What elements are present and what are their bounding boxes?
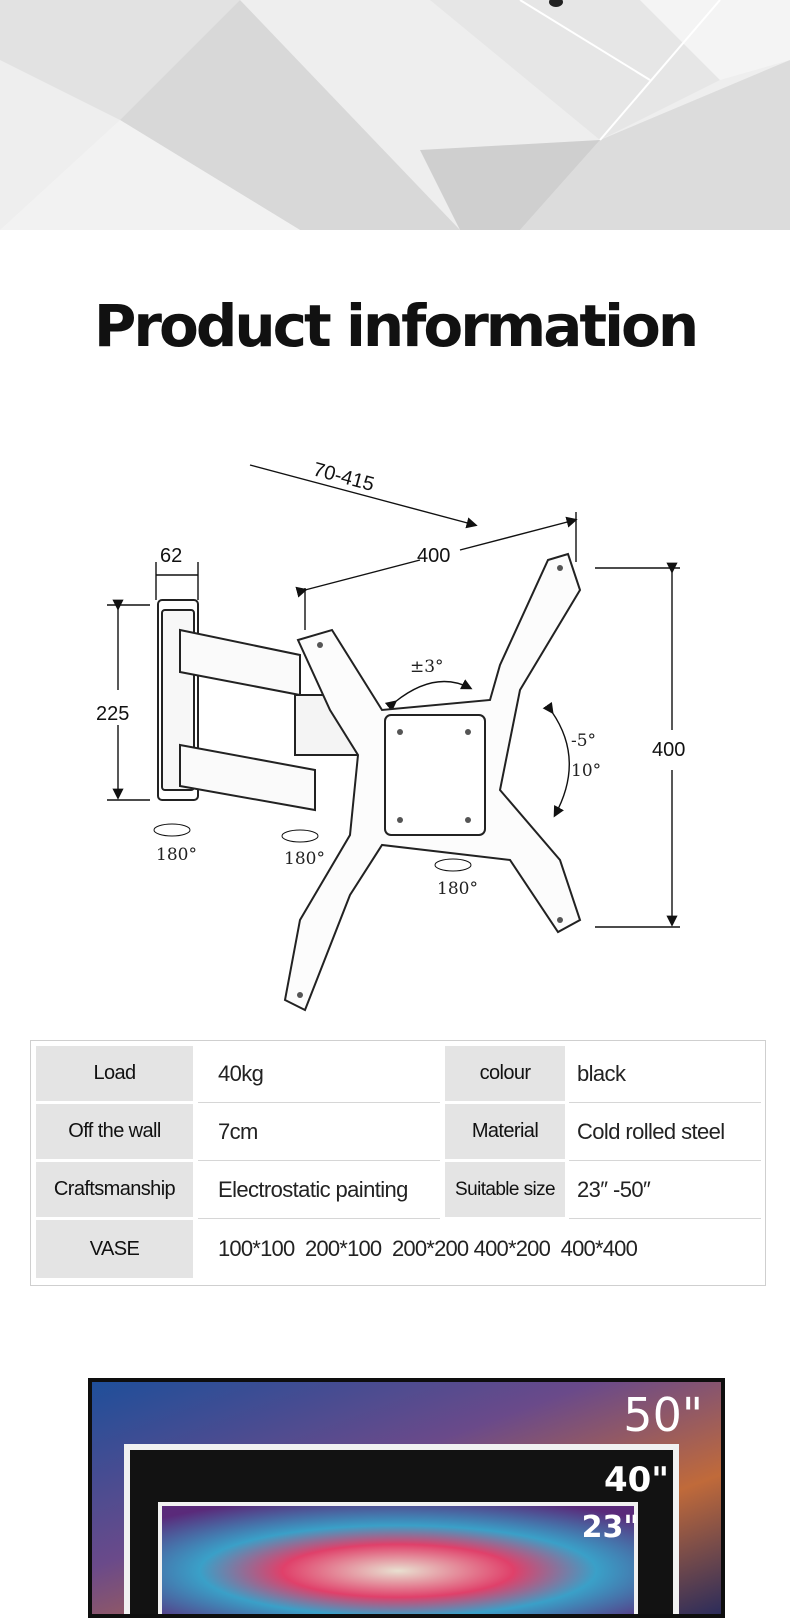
suitable-size-label: Suitable size [445, 1162, 565, 1217]
mount-height-label: 400 [652, 739, 685, 761]
vase-label: VASE [36, 1220, 193, 1278]
suitable-size-value: 23″ -50″ [569, 1162, 761, 1219]
mount-dimension-diagram: 70-415 400 62 225 400 ±3° -5° 10° 180° 1… [90, 450, 730, 1030]
swivel-arm-label: 180° [284, 849, 325, 869]
rotation-label: ±3° [410, 657, 444, 677]
off-wall-label: Off the wall [36, 1104, 193, 1159]
swivel-wall-label: 180° [156, 845, 197, 865]
colour-label: colour [445, 1046, 565, 1101]
swivel-plate-label: 180° [437, 879, 478, 899]
craftsmanship-label: Craftsmanship [36, 1162, 193, 1217]
tv-size-comparison: 50" 40" 23" [88, 1378, 725, 1618]
size-40-label: 40" [603, 1460, 669, 1500]
tilt-up-label: -5° [571, 731, 596, 751]
header-banner [0, 0, 790, 230]
load-value: 40kg [198, 1046, 440, 1103]
plate-depth-label: 62 [160, 545, 182, 567]
craftsmanship-value: Electrostatic painting [198, 1162, 440, 1219]
material-label: Material [445, 1104, 565, 1159]
tilt-down-label: 10° [571, 761, 601, 781]
material-value: Cold rolled steel [569, 1104, 761, 1161]
size-50-label: 50" [623, 1388, 703, 1442]
section-title: Product information [93, 292, 699, 360]
off-wall-value: 7cm [198, 1104, 440, 1161]
colour-value: black [569, 1046, 761, 1103]
mount-width-label: 400 [417, 545, 450, 567]
size-23-label: 23" [581, 1510, 639, 1545]
vase-value: 100*100 200*100 200*200 400*200 400*400 [218, 1236, 638, 1261]
spec-table: Load Off the wall Craftsmanship VASE 40k… [30, 1040, 766, 1286]
plate-height-label: 225 [96, 703, 129, 725]
load-label: Load [36, 1046, 193, 1101]
